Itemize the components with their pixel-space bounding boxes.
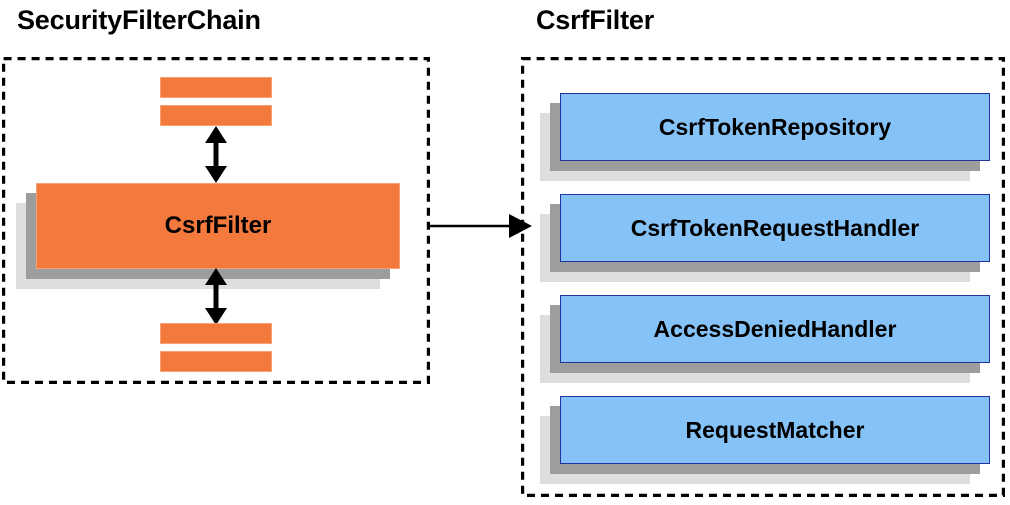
- node-csrf-token-request-handler: CsrfTokenRequestHandler: [540, 194, 990, 282]
- dashed-border-right: [521, 57, 1005, 497]
- node-csrf-filter: CsrfFilter: [16, 183, 400, 289]
- node-face: CsrfTokenRequestHandler: [560, 194, 990, 262]
- node-label: CsrfTokenRequestHandler: [630, 214, 920, 241]
- node-face: AccessDeniedHandler: [560, 295, 990, 363]
- node-face: CsrfFilter: [36, 183, 400, 269]
- node-label-csrf-filter: CsrfFilter: [164, 212, 272, 239]
- node-request-matcher: RequestMatcher: [540, 396, 990, 484]
- filter-bar-bottom-1: [160, 323, 272, 344]
- dashed-border-left: [2, 57, 430, 384]
- arrow-top-bidirectional: [203, 126, 229, 183]
- filter-bar-top-2: [160, 105, 272, 126]
- node-label: RequestMatcher: [685, 416, 865, 443]
- node-csrf-token-repository: CsrfTokenRepository: [540, 93, 990, 181]
- node-face: CsrfTokenRepository: [560, 93, 990, 161]
- node-face: RequestMatcher: [560, 396, 990, 464]
- filter-bar-top-1: [160, 77, 272, 98]
- panel-title-csrf-filter: CsrfFilter: [536, 5, 655, 35]
- filter-bar-bottom-2: [160, 351, 272, 372]
- panel-title-security-filter-chain: SecurityFilterChain: [17, 5, 261, 35]
- panel-security-filter-chain: [2, 57, 430, 384]
- node-access-denied-handler: AccessDeniedHandler: [540, 295, 990, 383]
- node-label: AccessDeniedHandler: [653, 315, 897, 342]
- arrow-bottom-bidirectional: [203, 268, 229, 325]
- panel-csrf-filter: [521, 57, 1005, 497]
- connector-arrow-left-to-right: [427, 213, 532, 239]
- node-label: CsrfTokenRepository: [658, 113, 892, 140]
